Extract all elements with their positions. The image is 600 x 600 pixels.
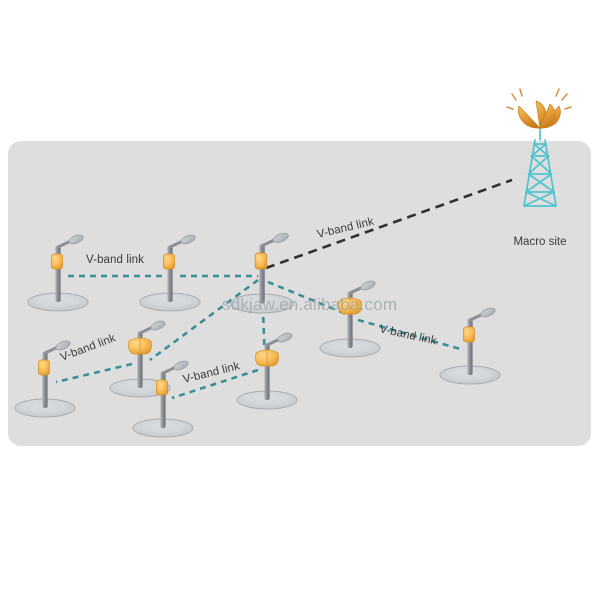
label-lower-left: V-band link [59, 332, 118, 364]
vband-link [149, 278, 259, 362]
diagram-panel [8, 141, 591, 446]
small-cell-node[interactable] [235, 329, 299, 411]
vband-link [267, 280, 347, 316]
macro-backhaul-link [265, 178, 513, 270]
macro-tower-icon [506, 88, 572, 207]
vband-link [357, 318, 465, 352]
label-top-left: V-band link [86, 254, 144, 266]
watermark-text: sdkjaw.en.alibaba.com [222, 295, 397, 314]
small-cell-node[interactable] [138, 231, 202, 313]
links-layer [55, 178, 513, 400]
label-bottom-mid: V-band link [182, 360, 241, 386]
small-cell-node[interactable] [318, 277, 382, 359]
small-cell-node[interactable] [26, 231, 90, 313]
vband-link [55, 362, 133, 384]
macro-site-label: Macro site [513, 236, 566, 248]
small-cell-node[interactable] [438, 304, 502, 386]
vband-link [171, 368, 259, 400]
macro-site-group[interactable] [506, 88, 572, 207]
label-right: V-band link [378, 323, 437, 347]
label-macro-link: V-band link [316, 216, 375, 241]
